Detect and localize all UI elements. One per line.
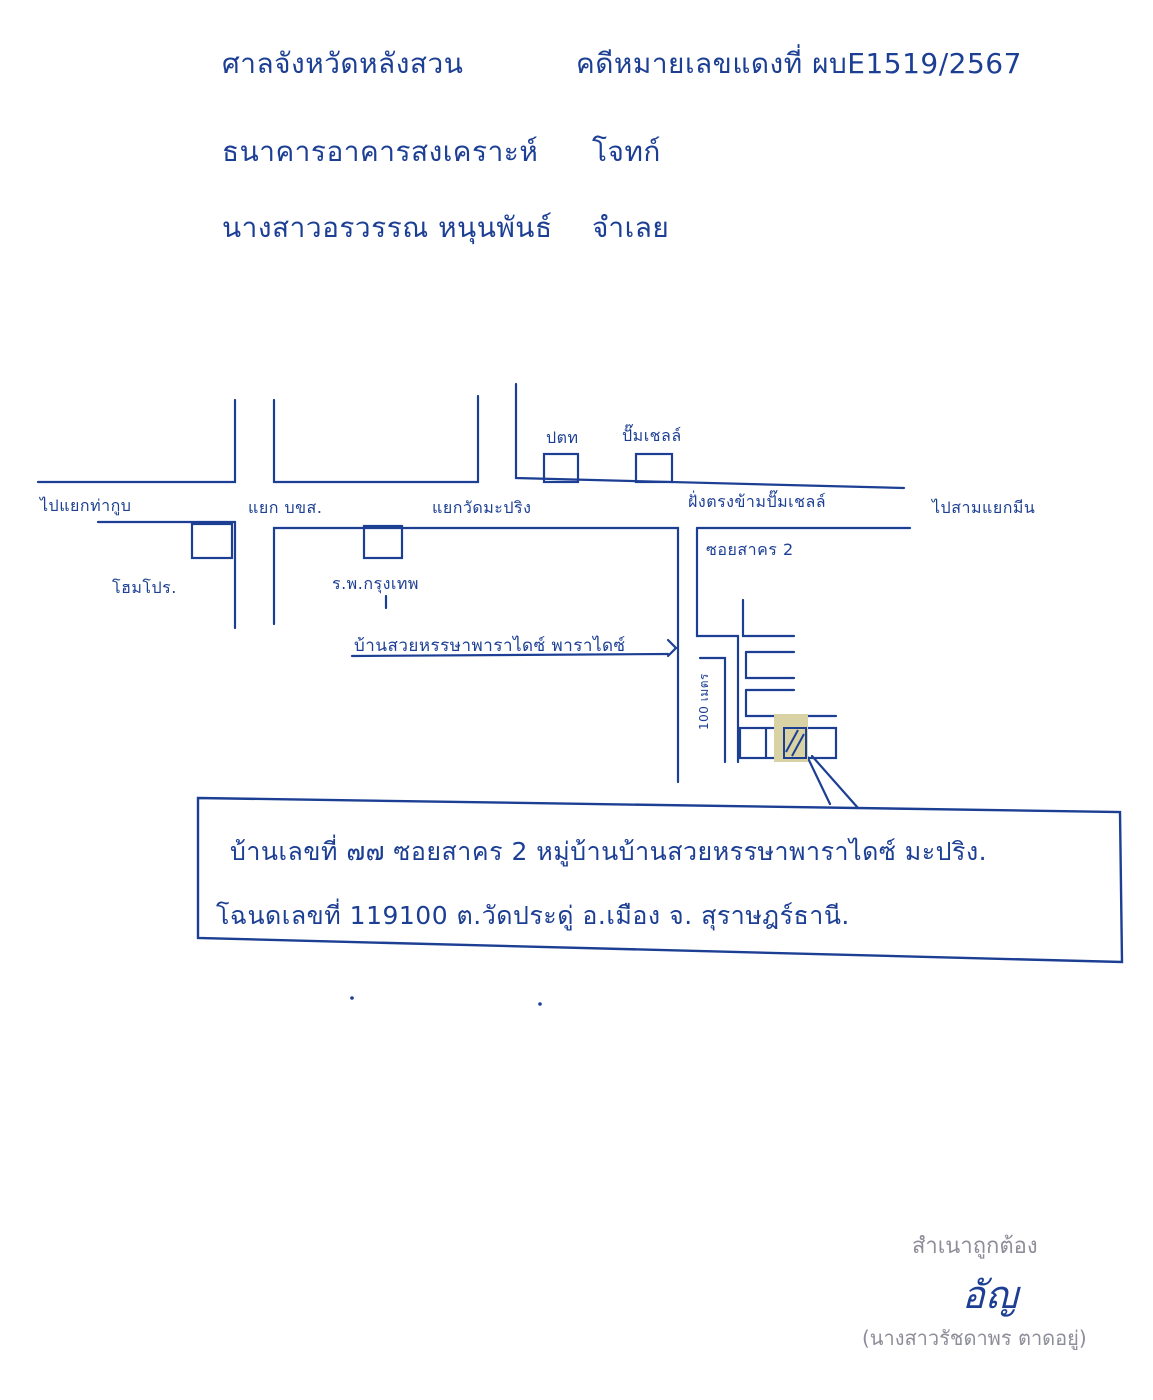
signer-name: (นางสาวรัชดาพร ตาดอยู่) [862, 1326, 1087, 1350]
label-wat-junction: แยกวัดมะปริง [432, 498, 532, 517]
homepro-box [190, 522, 234, 560]
label-ptt: ปตท [546, 428, 579, 447]
header-court: ศาลจังหวัดหลังสวน [222, 47, 464, 80]
signature: อัญ [962, 1273, 1019, 1317]
soi-branch [744, 650, 796, 680]
road-edge [272, 394, 480, 484]
village-underline [350, 652, 670, 658]
label-hospital: ร.พ.กรุงเทพ [332, 574, 419, 593]
address-line-1: บ้านเลขที่ ๗๗ ซอยสาคร 2 หมู่บ้านบ้านสวยห… [230, 837, 988, 866]
header-defendant-role: จำเลย [592, 211, 670, 244]
label-distance: 100 เมตร [696, 673, 711, 730]
label-homepro: โฮมโปร. [112, 578, 177, 597]
village-arrow [666, 638, 678, 658]
road-edge [272, 526, 680, 784]
header-defendant: นางสาวอรวรรณ หนุนพันธ์ [222, 211, 553, 244]
road-edge [36, 398, 237, 484]
shell-station-box [634, 452, 674, 484]
label-soi: ซอยสาคร 2 [706, 540, 794, 559]
hospital-box [362, 524, 404, 560]
pointer-line [804, 752, 860, 810]
ptt-station-box [542, 452, 580, 484]
header-plaintiff: ธนาคารอาคารสงเคราะห์ [222, 135, 539, 168]
label-to-right: ไปสามแยกมีน [932, 498, 1036, 517]
label-shell-pump: ปั๊มเชลล์ [622, 426, 682, 445]
soi-branch [744, 688, 838, 718]
header-plaintiff-role: โจทก์ [592, 135, 661, 168]
distance-marker [698, 656, 727, 764]
soi-edge [695, 526, 740, 764]
label-village: บ้านสวยหรรษาพาราไดซ์ พาราไดซ์ [354, 636, 626, 656]
address-box-frame [196, 796, 1124, 964]
header-case-number: คดีหมายเลขแดงที่ ผบE1519/2567 [576, 47, 1022, 80]
label-opposite-shell: ฝั่งตรงข้ามปั๊มเชลล์ [688, 492, 827, 511]
road-edge [96, 520, 237, 630]
label-to-junction-left: ไปแยกท่ากูบ [40, 496, 132, 515]
soi-branch [741, 598, 796, 638]
address-line-2: โฉนดเลขที่ 119100 ต.วัดประดู่ อ.เมือง จ.… [216, 901, 850, 930]
label-bks-junction: แยก บขส. [248, 498, 323, 517]
road-edge [514, 382, 906, 490]
certified-copy-stamp: สำเนาถูกต้อง [912, 1234, 1038, 1259]
